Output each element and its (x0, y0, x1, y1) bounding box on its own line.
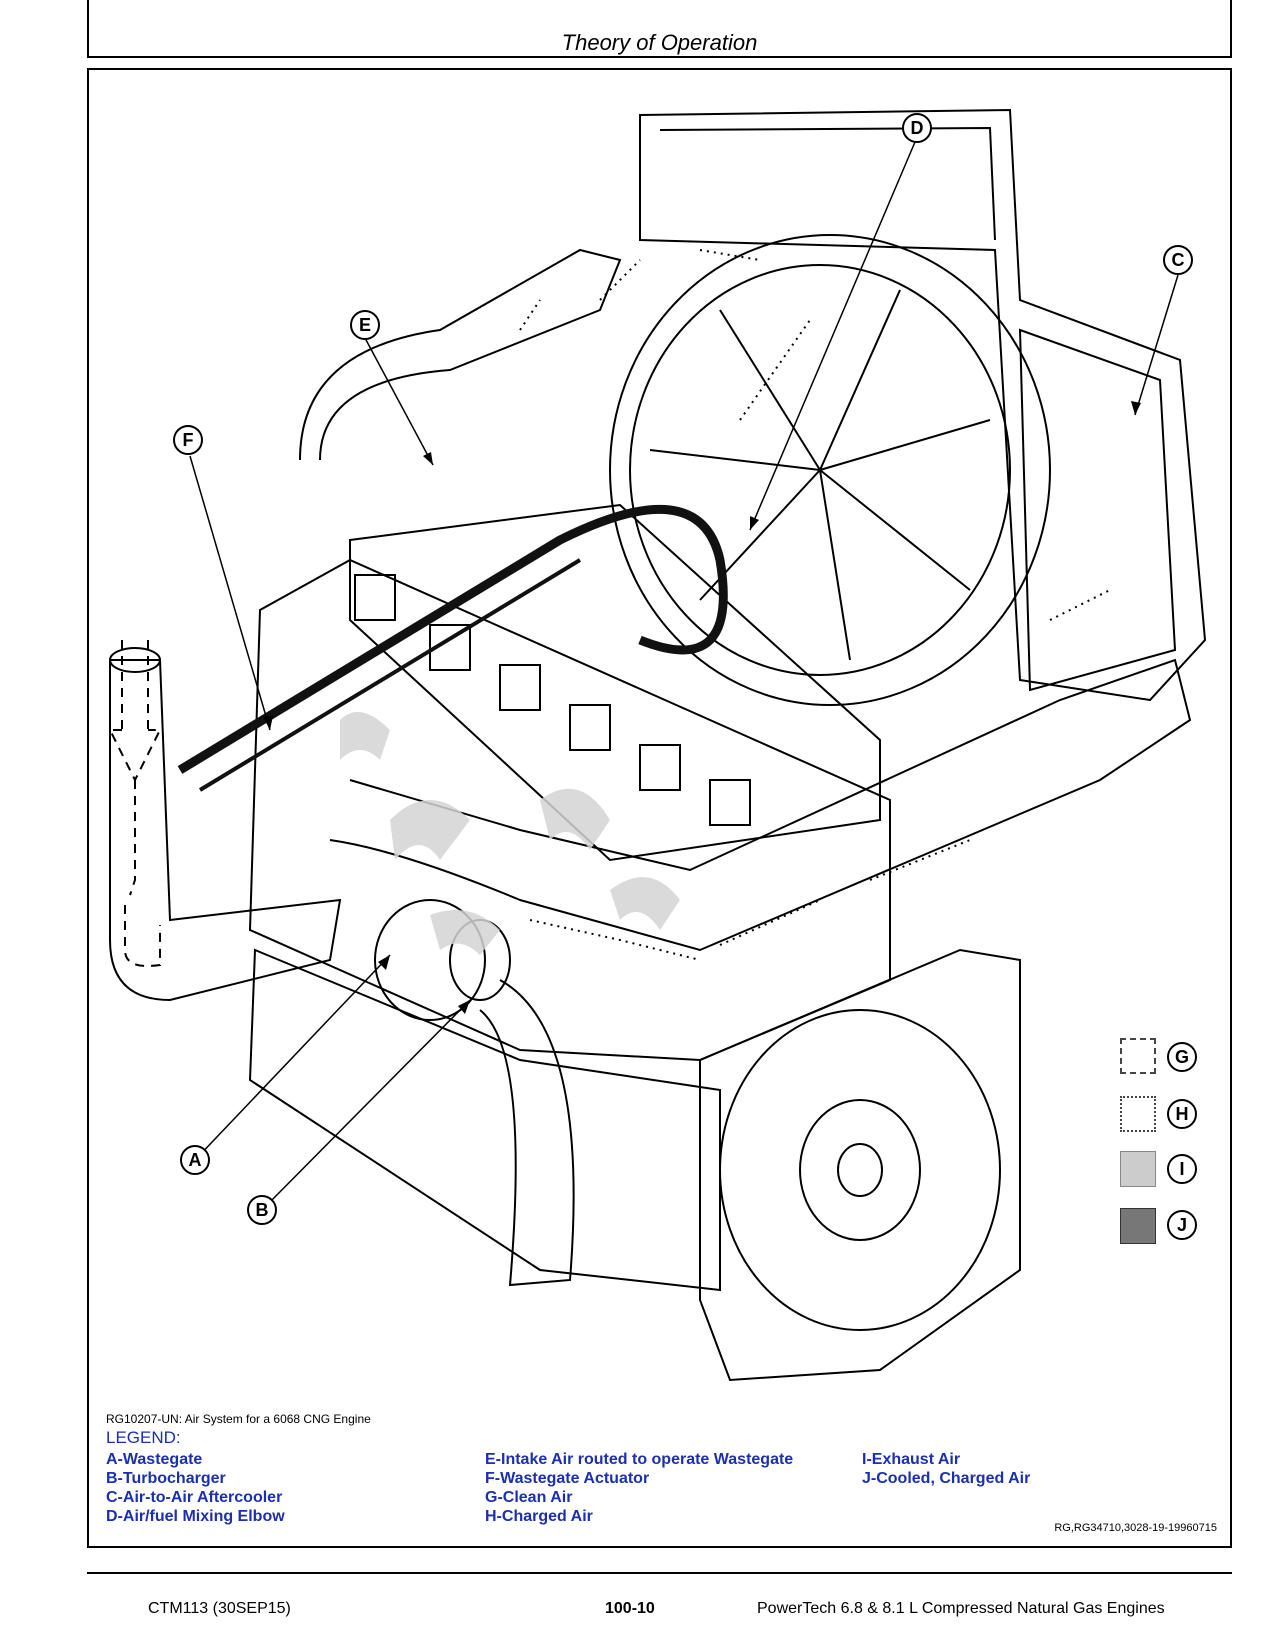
legend-item: D-Air/fuel Mixing Elbow (106, 1508, 285, 1525)
legend-swatch-i (1120, 1151, 1156, 1187)
flywheel-housing (699, 948, 1021, 1382)
aftercooler-core (1018, 328, 1177, 692)
legend-item: A-Wastegate (106, 1451, 203, 1468)
fan-shroud (609, 234, 1051, 706)
legend-column-1: A-Wastegate B-Turbocharger C-Air-to-Air … (106, 1450, 285, 1526)
footer-manual: CTM113 (30SEP15) (148, 1600, 291, 1617)
footer-rule (87, 1572, 1232, 1574)
legend-column-2: E-Intake Air routed to operate Wastegate… (485, 1450, 793, 1526)
leader-d (749, 141, 916, 531)
charged-air-flow (519, 249, 1111, 961)
callout-a: A (180, 1145, 210, 1175)
legend-swatch-g (1120, 1038, 1156, 1074)
legend-letter-i: I (1167, 1154, 1197, 1184)
legend-swatch-h (1120, 1096, 1156, 1132)
legend-item: I-Exhaust Air (862, 1451, 961, 1468)
leader-e (364, 337, 434, 466)
legend-item: E-Intake Air routed to operate Wastegate (485, 1451, 794, 1468)
callout-d: D (902, 113, 932, 143)
fan-blades (649, 289, 991, 661)
leader-a (194, 954, 391, 1161)
figure-frame (87, 68, 1232, 1548)
cooled-charged-air-hose (177, 505, 728, 774)
legend-letter-h: H (1167, 1099, 1197, 1129)
legend-letter-j: J (1167, 1210, 1197, 1240)
fan (629, 264, 1011, 676)
page-title: Theory of Operation (561, 30, 758, 55)
legend-item: G-Clean Air (485, 1489, 573, 1506)
exhaust-flow (340, 712, 390, 760)
header-box: Theory of Operation (87, 0, 1232, 58)
callout-e: E (350, 310, 380, 340)
legend-item: J-Cooled, Charged Air (862, 1470, 1031, 1487)
leader-f (189, 455, 271, 731)
oil-pan (248, 948, 721, 1292)
clean-air-flow (108, 640, 162, 967)
legend-item: B-Turbocharger (106, 1470, 226, 1487)
charged-air-pipe (329, 658, 1192, 952)
footer-page-number: 100-10 (605, 1600, 655, 1617)
leader-c (1134, 274, 1179, 416)
figure-reference: RG,RG34710,3028-19-19960715 (1054, 1522, 1217, 1534)
callout-b: B (247, 1195, 277, 1225)
figure-caption: RG10207-UN: Air System for a 6068 CNG En… (106, 1412, 371, 1426)
turbocharger (374, 899, 486, 1021)
legend-item: F-Wastegate Actuator (485, 1470, 650, 1487)
callout-c: C (1163, 245, 1193, 275)
legend-title: LEGEND: (106, 1428, 181, 1447)
legend-swatch-j (1120, 1208, 1156, 1244)
footer-title: PowerTech 6.8 & 8.1 L Compressed Natural… (757, 1600, 1165, 1617)
legend-column-3: I-Exhaust Air J-Cooled, Charged Air (862, 1450, 1030, 1488)
air-inlet-pipe (109, 659, 342, 1002)
legend-item: C-Air-to-Air Aftercooler (106, 1489, 283, 1506)
legend-letter-g: G (1167, 1042, 1197, 1072)
valve-cover (349, 503, 881, 862)
legend-item: H-Charged Air (485, 1508, 593, 1525)
flywheel (719, 1009, 1001, 1331)
callout-f: F (173, 425, 203, 455)
leader-b (261, 999, 471, 1211)
exhaust-outlet-pipe (479, 979, 575, 1287)
